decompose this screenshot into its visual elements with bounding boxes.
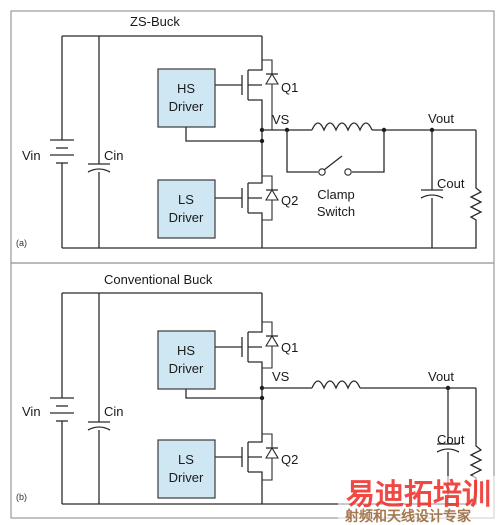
panel-b-frame <box>10 262 495 519</box>
clamp-label-2: Switch <box>317 204 355 219</box>
panel-b-tag: (b) <box>16 492 27 502</box>
clamp-label-1: Clamp <box>317 187 355 202</box>
ls-driver-label-1: LS <box>178 192 194 207</box>
hs-driver-label-1: HS <box>177 343 195 358</box>
hs-driver-label-2: Driver <box>169 361 204 376</box>
ls-driver-label-2: Driver <box>169 210 204 225</box>
vin-label: Vin <box>22 148 41 163</box>
vin-label: Vin <box>22 404 41 419</box>
vout-label: Vout <box>428 111 454 126</box>
cin-label: Cin <box>104 404 124 419</box>
vs-label: VS <box>272 112 290 127</box>
cout-label: Cout <box>437 432 465 447</box>
q2-label: Q2 <box>281 193 298 208</box>
hs-driver-box <box>157 330 216 390</box>
q2-mosfet <box>215 175 279 248</box>
watermark: 易迪拓培训 射频和天线设计专家 <box>338 476 500 525</box>
cin-capacitor <box>87 36 111 248</box>
q1-label: Q1 <box>281 340 298 355</box>
cin-label: Cin <box>104 148 124 163</box>
watermark-main-text: 易迪拓培训 <box>346 477 491 511</box>
q2-mosfet <box>215 433 279 504</box>
ls-driver-label-1: LS <box>178 452 194 467</box>
panel-a-tag: (a) <box>16 238 27 248</box>
q1-mosfet <box>215 36 279 133</box>
hs-driver-label-2: Driver <box>169 99 204 114</box>
ls-driver-box <box>157 179 216 239</box>
panel-conventional-buck: Conventional Buck (b) Vin Cin <box>10 262 495 519</box>
load-resistor <box>432 130 483 249</box>
panel-zs-buck: ZS-Buck (a) Vin Cin <box>10 10 495 264</box>
q1-mosfet <box>215 293 279 391</box>
inductor <box>311 122 373 132</box>
hs-driver-box <box>157 68 216 128</box>
cin-capacitor <box>87 293 111 504</box>
q1-label: Q1 <box>281 80 298 95</box>
cout-capacitor <box>420 130 444 248</box>
inductor <box>311 380 361 390</box>
ls-driver-box <box>157 439 216 499</box>
vin-battery <box>50 293 74 504</box>
cout-label: Cout <box>437 176 465 191</box>
watermark-sub-text: 射频和天线设计专家 <box>344 508 472 525</box>
vout-label: Vout <box>428 369 454 384</box>
vin-battery <box>50 36 74 248</box>
q2-label: Q2 <box>281 452 298 467</box>
vs-label: VS <box>272 369 290 384</box>
ls-driver-label-2: Driver <box>169 470 204 485</box>
hs-driver-label-1: HS <box>177 81 195 96</box>
panel-a-title: ZS-Buck <box>130 14 180 29</box>
panel-a-frame <box>10 10 495 264</box>
hs-driver-ref-wire <box>185 127 262 142</box>
clamp-switch <box>286 130 385 176</box>
panel-b-title: Conventional Buck <box>104 272 213 287</box>
hs-driver-ref-wire <box>185 389 262 399</box>
